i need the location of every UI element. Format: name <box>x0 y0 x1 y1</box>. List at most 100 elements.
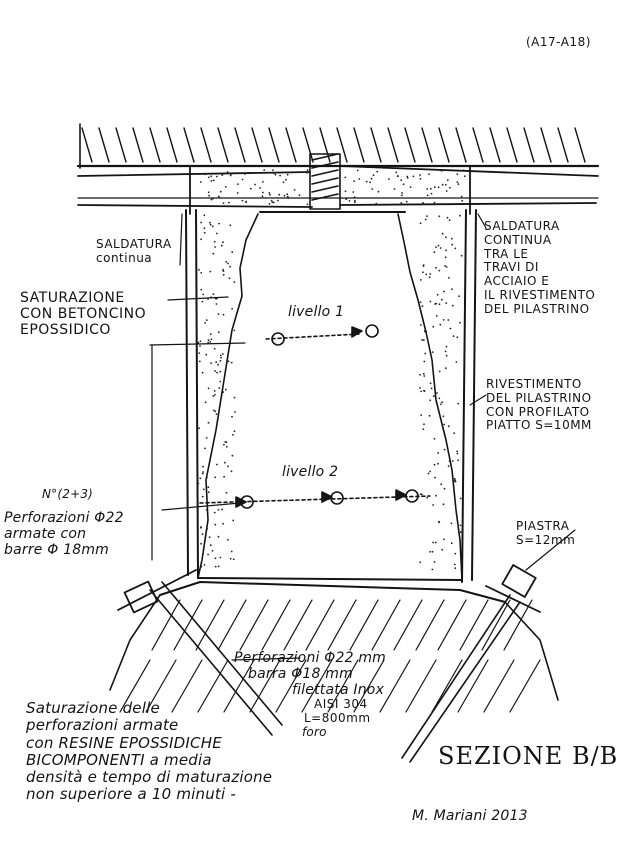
stipple-dot <box>222 270 225 272</box>
stipple-dot <box>208 536 211 539</box>
stipple-dot <box>230 361 233 364</box>
stipple-dot <box>214 246 217 248</box>
stipple-dot <box>419 178 422 180</box>
stipple-dot <box>222 273 225 276</box>
stipple-dot <box>456 450 458 453</box>
stipple-dot <box>426 215 428 218</box>
hatch-stroke <box>311 153 339 161</box>
stipple-dot <box>345 198 348 201</box>
hatch-stroke <box>132 127 144 163</box>
stipple-dot <box>200 238 203 241</box>
stipple-dot <box>450 237 453 240</box>
stipple-dot <box>306 169 309 172</box>
stipple-dot <box>454 567 457 570</box>
stipple-dot <box>226 171 229 173</box>
stipple-dot <box>437 409 440 411</box>
stipple-dot <box>459 321 461 324</box>
stipple-dot <box>222 313 225 316</box>
stipple-dot <box>229 557 232 560</box>
stipple-dot <box>443 290 445 293</box>
stipple-dot <box>432 504 434 506</box>
hatch-stroke <box>574 127 586 163</box>
stipple-dot <box>453 477 456 480</box>
stipple-dot <box>213 393 216 396</box>
stipple-dot <box>259 187 261 189</box>
hatch-stroke <box>301 659 333 713</box>
stipple-dot <box>205 508 208 511</box>
stipple-dot <box>422 322 425 325</box>
stipple-dot <box>447 425 450 428</box>
stipple-dot <box>222 391 225 393</box>
stipple-dot <box>228 201 230 204</box>
perforazioni-bottom-line-4: AISI 304 <box>314 697 368 712</box>
stipple-dot <box>233 329 236 332</box>
note-line-3: con RESINE EPOSSIDICHE <box>26 733 222 752</box>
hatch-stroke <box>481 599 511 651</box>
stipple-dot <box>209 544 212 547</box>
stipple-dot <box>443 448 446 451</box>
hatch-stroke <box>472 127 484 163</box>
stipple-dot <box>218 387 221 389</box>
stipple-dot <box>231 415 233 418</box>
stipple-dot <box>429 399 432 402</box>
stipple-dot <box>207 339 210 342</box>
saldatura-right-line-5: ACCIAIO E <box>484 274 550 289</box>
stipple-dot <box>207 491 210 494</box>
stipple-dot <box>451 243 454 246</box>
stipple-dot <box>433 437 436 440</box>
stipple-dot <box>376 170 379 173</box>
stipple-dot <box>207 191 210 194</box>
stipple-dot <box>430 192 433 195</box>
stipple-dot <box>456 452 459 455</box>
hatch-stroke <box>483 659 515 713</box>
stipple-dot <box>459 497 462 500</box>
stipple-dot <box>358 178 361 180</box>
stipple-dot <box>212 395 215 397</box>
stipple-dot <box>433 201 436 204</box>
stipple-dot <box>438 303 441 306</box>
stipple-dot <box>221 174 224 177</box>
hatch-stroke <box>503 599 533 651</box>
stipple-dot <box>446 216 449 219</box>
stipple-dot <box>440 483 443 486</box>
stipple-dot <box>420 390 423 393</box>
stipple-dot <box>438 370 441 373</box>
stipple-dot <box>217 331 220 334</box>
stipple-dot <box>225 445 228 448</box>
stipple-dot <box>371 188 374 190</box>
stipple-dot <box>204 401 207 404</box>
stipple-dot <box>219 359 222 362</box>
stipple-dot <box>432 541 434 544</box>
stipple-dot <box>435 246 437 249</box>
stipple-dot <box>423 375 426 377</box>
rivestimento-label: RIVESTIMENTO DEL PILASTRINO CON PROFILAT… <box>486 377 592 433</box>
perforazioni-left-label: Perforazioni Φ22 armate con barre Φ 18mm <box>4 510 124 558</box>
hatch-stroke <box>234 127 246 163</box>
stipple-dot <box>274 173 277 176</box>
stipple-dot <box>202 465 204 468</box>
perforazioni-bottom-line-2: barra Φ18 mm <box>248 666 353 683</box>
saturazione-label: SATURAZIONE CON BETONCINO EPOSSIDICO <box>20 290 146 338</box>
stipple-dot <box>221 353 224 355</box>
stipple-dot <box>353 196 356 199</box>
stipple-dot <box>225 491 228 494</box>
stipple-dot <box>434 476 436 479</box>
hatch-stroke <box>311 193 339 201</box>
hatch-stroke <box>311 161 339 169</box>
stipple-dot <box>230 470 233 473</box>
saldatura-right-line-7: DEL PILASTRINO <box>484 301 590 316</box>
stipple-dot <box>437 186 440 189</box>
stipple-dot <box>207 387 210 390</box>
stipple-dot <box>440 170 443 172</box>
stipple-dot <box>212 179 215 182</box>
stipple-dot <box>443 538 445 541</box>
stipple-dot <box>429 470 431 473</box>
stipple-dot <box>233 281 236 283</box>
stipple-dot <box>298 194 301 197</box>
stipple-dot <box>443 423 445 426</box>
stipple-dot <box>438 521 441 524</box>
stipple-dot <box>396 175 399 178</box>
stipple-dot <box>431 550 434 553</box>
hatch-stroke <box>98 127 110 163</box>
stipple-dot <box>445 302 448 304</box>
